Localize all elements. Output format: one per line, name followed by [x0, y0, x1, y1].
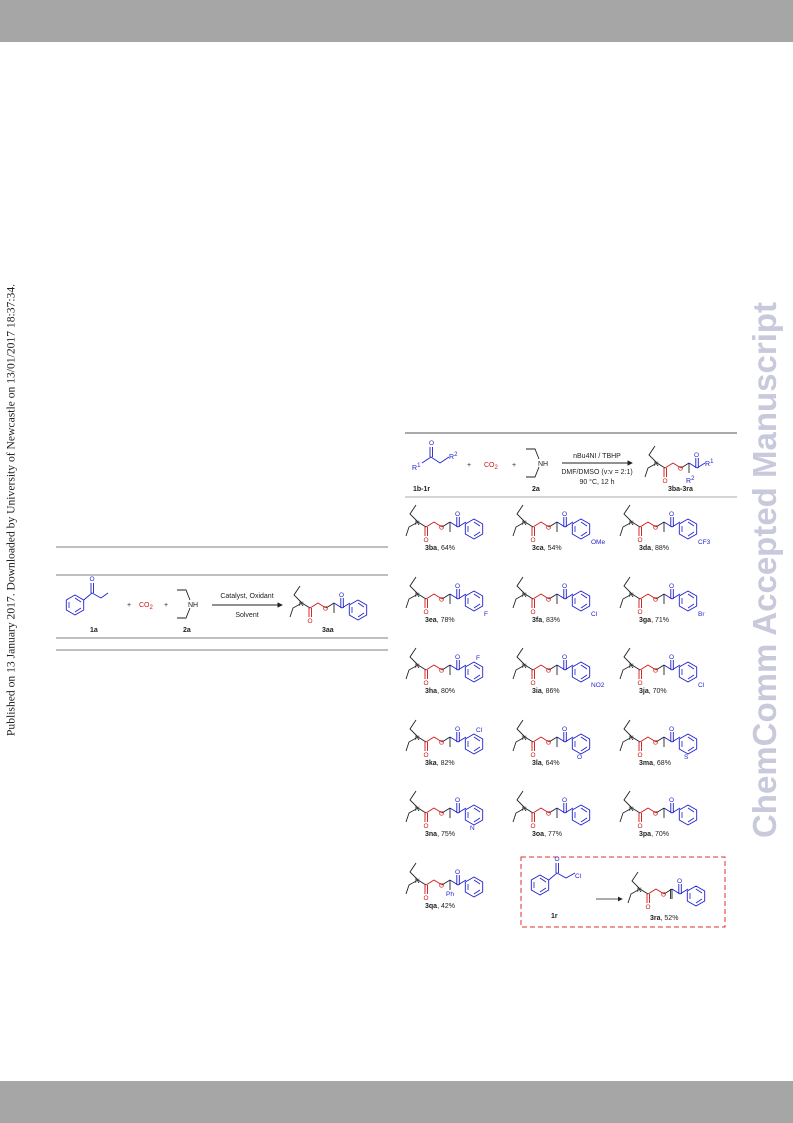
substituent-3ja: Cl [698, 682, 705, 689]
product-3na: N 3na, 75% [405, 790, 484, 838]
substituent-3ka: Cl [476, 727, 483, 734]
compound-3ra [627, 871, 706, 912]
label-3la: 3la, 64% [532, 760, 560, 767]
label-2a: 2a [532, 486, 540, 493]
svg-text:R2: R2 [449, 452, 458, 461]
label-1a: 1a [90, 627, 98, 634]
product-3oa: 3oa, 77% [512, 790, 591, 838]
label-3ca: 3ca, 54% [532, 545, 562, 552]
compound-1r: O Cl [530, 856, 582, 896]
product-3ha: F 3ha, 80% [405, 647, 484, 695]
label-3fa: 3fa, 83% [532, 617, 560, 624]
label-3ga: 3ga, 71% [639, 617, 669, 624]
product-3ia: NO2 3ia, 86% [512, 647, 605, 695]
label-3qa: 3qa, 42% [425, 903, 455, 910]
label-3ka: 3ka, 82% [425, 760, 455, 767]
top-band [0, 0, 793, 42]
svg-text:R1: R1 [705, 459, 714, 468]
svg-text:R2: R2 [686, 476, 695, 485]
plus-sign: + [164, 602, 168, 609]
substituent-3qa: Ph [446, 891, 454, 898]
scheme-2: O R1 R2 + CO2 + NH nBu4NI / TBHP DMF/DMS… [405, 432, 737, 928]
product-3ea: F 3ea, 78% [405, 576, 488, 624]
label-3ra-yield: 3ra, 52% [650, 915, 678, 922]
product-3la: O 3la, 64% [512, 719, 591, 767]
scheme-1: O + CO2 + NH Catalyst, Oxidant Solvent 1… [56, 546, 388, 651]
svg-text:R1: R1 [412, 463, 421, 472]
label-2a: 2a [183, 627, 191, 634]
product-3pa: 3pa, 70% [619, 790, 698, 838]
product-grid: 3ba, 64% OMe 3ca, 54% CF3 3da, 88% F 3ea, 78% C… [405, 504, 711, 910]
conditions-solvent: Solvent [235, 612, 258, 619]
co2-label: CO2 [484, 462, 499, 471]
substituent-3ga: Br [698, 611, 705, 618]
plus-sign: + [467, 462, 471, 469]
substituent-3na: N [470, 825, 475, 832]
product-3ba: 3ba, 64% [405, 504, 484, 552]
svg-text:O: O [555, 856, 560, 863]
substituent-3fa: Cl [591, 611, 598, 618]
label-3ea: 3ea, 78% [425, 617, 455, 624]
substituent-3la: O [577, 754, 582, 761]
compound-1a: O [65, 576, 109, 616]
product-3ma: S 3ma, 68% [619, 719, 698, 767]
label-3ha: 3ha, 80% [425, 688, 455, 695]
compound-3aa [289, 585, 368, 626]
product-3da: CF3 3da, 88% [619, 504, 711, 552]
substituent-3ca: OMe [591, 539, 605, 546]
conditions-catalyst: nBu4NI / TBHP [573, 453, 621, 460]
product-3ga: Br 3ga, 71% [619, 576, 705, 624]
special-reaction-box: O Cl 1r 3ra, 52% [520, 856, 726, 928]
svg-text:O: O [429, 440, 434, 447]
product-3ja: Cl 3ja, 70% [619, 647, 705, 695]
substituent-3da: CF3 [698, 539, 711, 546]
label-3aa: 3aa [322, 627, 334, 634]
bottom-band [0, 1081, 793, 1123]
label-3ba: 3ba, 64% [425, 545, 455, 552]
plus-sign: + [127, 602, 131, 609]
nh-label: NH [538, 461, 548, 468]
product-3qa: Ph 3qa, 42% [405, 862, 484, 910]
product-3fa: Cl 3fa, 83% [512, 576, 598, 624]
conditions-temperature-time: 90 °C, 12 h [579, 478, 614, 486]
conditions-catalyst-oxidant: Catalyst, Oxidant [220, 593, 273, 600]
label-3pa: 3pa, 70% [639, 831, 669, 838]
nh-label: NH [188, 602, 198, 609]
plus-sign: + [512, 462, 516, 469]
co2-label: CO2 [139, 602, 154, 611]
compound-2a: NH [526, 448, 548, 478]
label-1b-1r: 1b-1r [413, 486, 430, 493]
product-3ka: Cl 3ka, 82% [405, 719, 484, 767]
label-3oa: 3oa, 77% [532, 831, 562, 838]
label-3ja: 3ja, 70% [639, 688, 667, 695]
substituent-3ea: F [484, 611, 488, 618]
substituent-3ia: NO2 [591, 682, 605, 689]
label-3ia: 3ia, 86% [532, 688, 560, 695]
substituent-3ma: S [684, 754, 689, 761]
svg-text:O: O [90, 576, 95, 583]
generic-ketone: O R1 R2 [412, 440, 458, 472]
label-1r: 1r [551, 913, 558, 920]
product-3ca: OMe 3ca, 54% [512, 504, 605, 552]
label-3ma: 3ma, 68% [639, 760, 671, 767]
label-3da: 3da, 88% [639, 545, 669, 552]
cl-label: Cl [575, 873, 582, 880]
conditions-solvent: DMF/DMSO (v:v = 2:1) [561, 469, 632, 476]
label-3ba-3ra: 3ba-3ra [668, 486, 693, 493]
compound-2a: NH [177, 589, 198, 619]
generic-product: R1 R2 [644, 445, 714, 486]
substituent-3ha: F [476, 655, 480, 662]
label-3na: 3na, 75% [425, 831, 455, 838]
